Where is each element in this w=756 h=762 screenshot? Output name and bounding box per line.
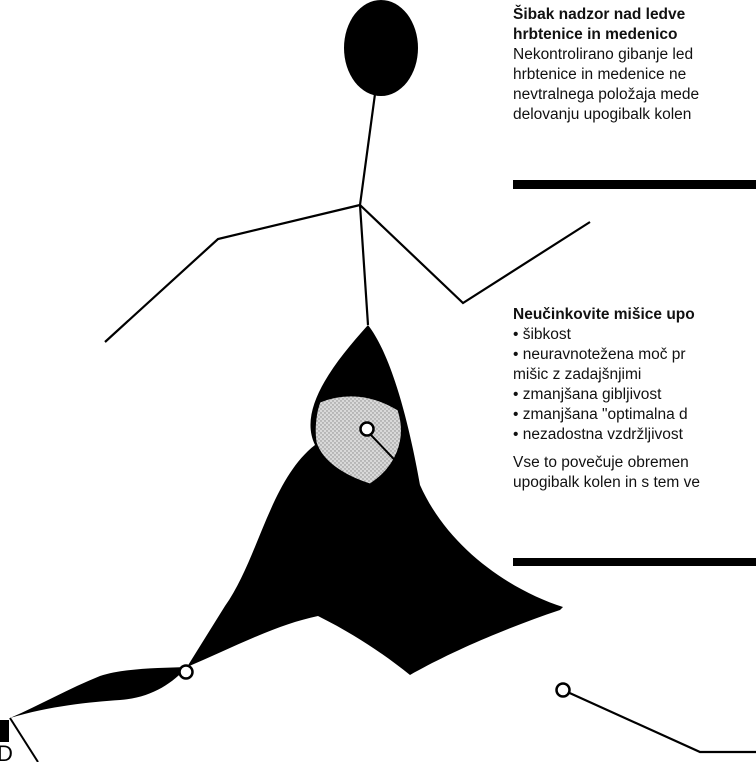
panel-2-bullet: • zmanjšana "optimalna d xyxy=(513,405,756,425)
figure-left-foot xyxy=(10,718,38,762)
figure-right-arm xyxy=(360,205,590,303)
left-knee-marker xyxy=(180,666,193,679)
panel-1-body-line: hrbtenice in medenice ne xyxy=(513,65,756,85)
panel-1-title-line: hrbtenice in medenico xyxy=(513,25,756,45)
panel-1-title: Šibak nadzor nad ledve hrbtenice in mede… xyxy=(513,5,756,45)
panel-2-bullet: • zmanjšana gibljivost xyxy=(513,385,756,405)
edge-fragment-letter: D xyxy=(0,741,13,762)
panel-1-body-line: Nekontrolirano gibanje led xyxy=(513,45,756,65)
figure-head xyxy=(344,0,418,96)
panel-2-closing-line: Vse to povečuje obremen xyxy=(513,453,756,473)
figure-left-arm xyxy=(105,205,360,342)
panel-1-body-line: nevtralnega položaja mede xyxy=(513,85,756,105)
hip-joint-marker xyxy=(361,423,374,436)
panel-2-title: Neučinkovite mišice upo xyxy=(513,305,756,325)
panel-2-bullet-list: • šibkost • neuravnotežena moč pr mišic … xyxy=(513,325,756,445)
figure-spine xyxy=(360,94,375,325)
figure-pelvis-thigh xyxy=(187,325,563,675)
panel-2-bullet: • šibkost xyxy=(513,325,756,345)
panel-1-title-line: Šibak nadzor nad ledve xyxy=(513,5,756,25)
panel-2-bullet: mišic z zadajšnjimi xyxy=(513,365,756,385)
divider-bar xyxy=(513,558,756,566)
panel-2-bullet: • nezadostna vzdržljivost xyxy=(513,425,756,445)
figure-left-shin xyxy=(10,667,187,718)
divider-bar xyxy=(513,180,756,189)
edge-fragment-box xyxy=(0,720,9,742)
panel-2-closing: Vse to povečuje obremen upogibalk kolen … xyxy=(513,453,756,493)
panel-2-bullet: • neuravnotežena moč pr xyxy=(513,345,756,365)
panel-1-body-line: delovanju upogibalk kolen xyxy=(513,105,756,125)
info-panel-muscles: Neučinkovite mišice upo • šibkost • neur… xyxy=(513,305,756,493)
panel-1-body: Nekontrolirano gibanje led hrbtenice in … xyxy=(513,45,756,125)
right-knee-marker xyxy=(557,684,570,697)
figure-right-shin xyxy=(563,690,756,752)
panel-2-closing-line: upogibalk kolen in s tem ve xyxy=(513,473,756,493)
info-panel-control: Šibak nadzor nad ledve hrbtenice in mede… xyxy=(513,5,756,125)
